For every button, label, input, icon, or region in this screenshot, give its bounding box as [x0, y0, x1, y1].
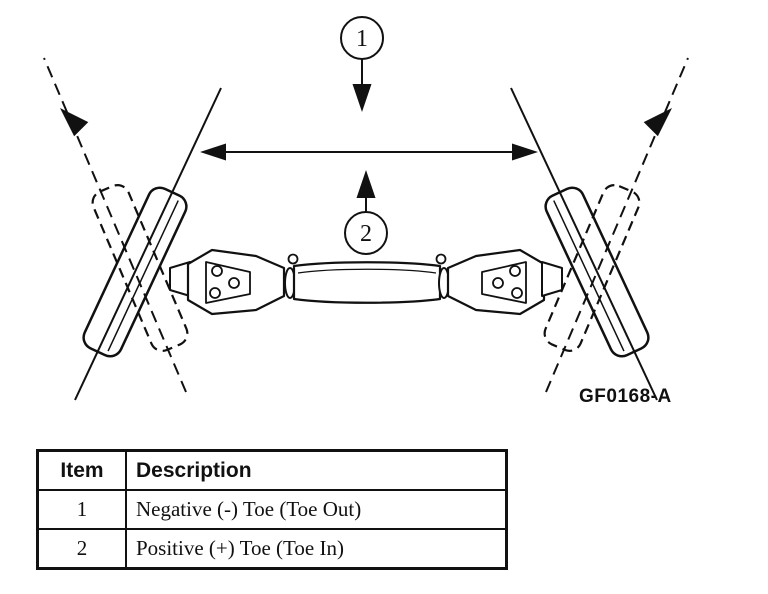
callout-2: 2: [344, 170, 388, 255]
callout-1-number: 1: [356, 26, 368, 52]
right-wheel-dashed: [543, 184, 641, 352]
column-header-description: Description: [125, 449, 508, 491]
column-header-item: Item: [36, 449, 127, 491]
item-cell: 2: [36, 528, 127, 570]
axle-left-bolt-2: [228, 277, 240, 289]
toe-out-arrow-right-icon: [643, 108, 672, 137]
figure-code-label: GF0168-A: [579, 386, 672, 407]
axle-left-bolt-3: [209, 287, 221, 299]
table-header-row: Item Description: [36, 449, 508, 491]
axle-right-ring: [435, 253, 447, 265]
callout-2-circle: [344, 211, 388, 255]
table-row: 2 Positive (+) Toe (Toe In): [36, 528, 508, 570]
left-dashed-axis-line: [43, 57, 187, 393]
axle-right-bolt-1: [509, 265, 521, 277]
measure-arrowhead-left-icon: [200, 143, 226, 161]
axle-left-ring: [287, 253, 299, 265]
axle-right-tab: [541, 261, 563, 297]
axle-left-plate: [205, 261, 251, 304]
left-wheel-dashed: [91, 184, 189, 352]
toe-out-arrow-left-icon: [60, 108, 89, 137]
axle-right-bolt-3: [511, 287, 523, 299]
measure-arrowhead-right-icon: [512, 143, 538, 161]
axle-left-bolt-1: [211, 265, 223, 277]
right-dashed-axis-line: [545, 57, 689, 393]
item-cell: 1: [36, 489, 127, 530]
axle-beam: [292, 261, 442, 304]
legend-table: Item Description 1 Negative (-) Toe (Toe…: [36, 449, 508, 570]
callout-1-circle: [340, 16, 384, 60]
toe-diagram-svg: 1 2 GF0168-A: [43, 16, 689, 407]
axle-right-plate: [481, 261, 527, 304]
description-cell: Negative (-) Toe (Toe Out): [125, 489, 508, 530]
toe-alignment-diagram: 1 2 GF0168-A: [43, 16, 689, 407]
callout-1: 1: [340, 16, 384, 112]
axle-beam-highlight: [297, 268, 437, 274]
left-wheel-axis-line: [74, 87, 222, 401]
callout-1-arrow-icon: [352, 84, 372, 112]
callout-2-arrow-icon: [356, 170, 376, 198]
table-row: 1 Negative (-) Toe (Toe Out): [36, 489, 508, 530]
axle-right-bolt-2: [492, 277, 504, 289]
callout-2-number: 2: [360, 221, 372, 247]
axle-assembly: [169, 248, 563, 316]
toe-measurement-arrow: [200, 143, 538, 161]
description-cell: Positive (+) Toe (Toe In): [125, 528, 508, 570]
right-wheel-axis-line: [510, 87, 658, 401]
